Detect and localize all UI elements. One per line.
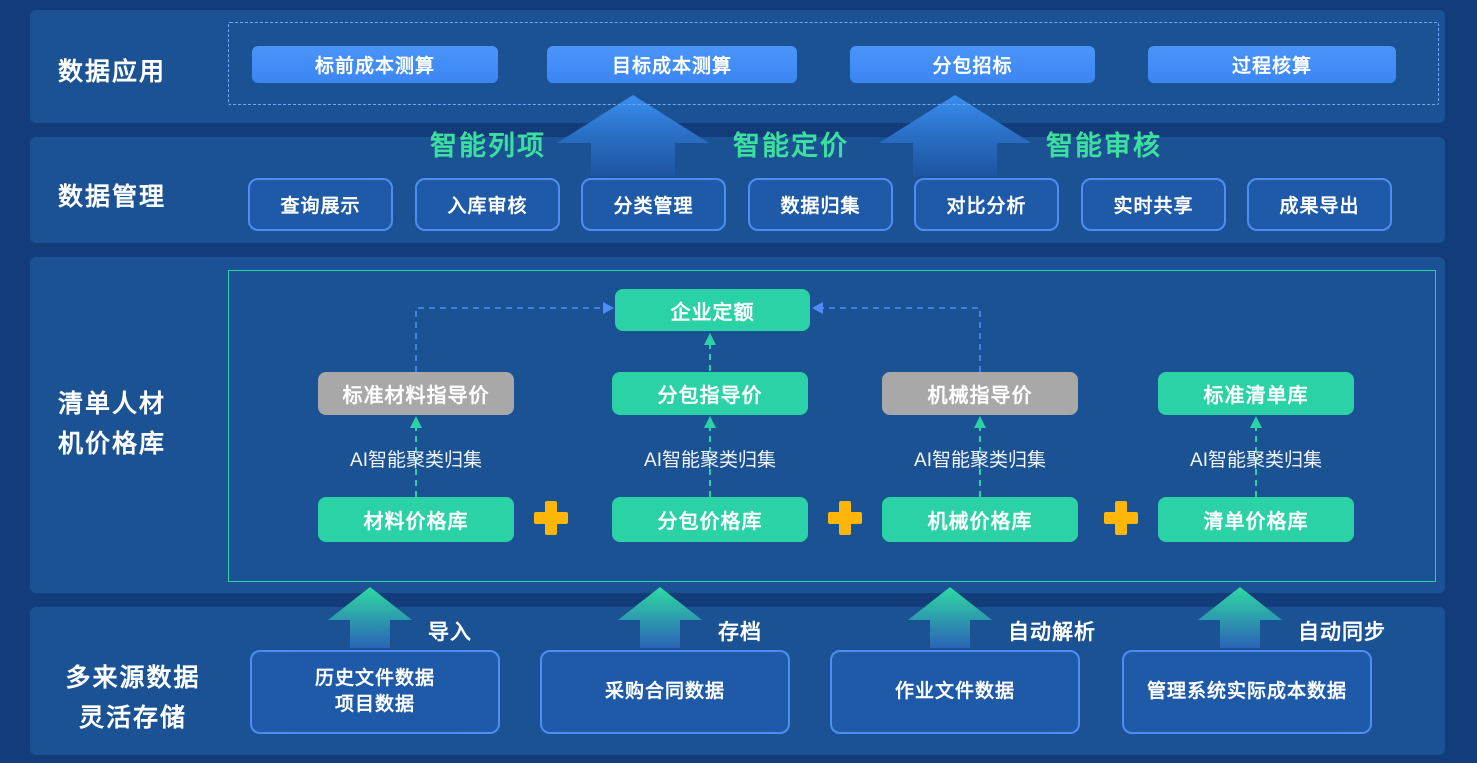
mgmt-button-data-collection[interactable]: 数据归集	[748, 178, 893, 231]
subcontract-guide-price-node: 分包指导价	[612, 372, 808, 415]
library-frame	[228, 270, 1436, 582]
plus-icon	[1104, 501, 1138, 535]
ai-cluster-label: AI智能聚类归集	[914, 450, 1046, 471]
storage-method-label-auto-parse: 自动解析	[1008, 621, 1096, 644]
mgmt-button-realtime-sharing[interactable]: 实时共享	[1081, 178, 1226, 231]
storage-source-management-system-cost: 管理系统实际成本数据	[1122, 650, 1372, 734]
machinery-price-library-node: 机械价格库	[882, 497, 1078, 542]
storage-source-history-files: 历史文件数据 项目数据	[250, 650, 500, 734]
subcontract-price-library-node: 分包价格库	[612, 497, 808, 542]
storage-method-label-import: 导入	[428, 621, 472, 644]
standard-list-library-node: 标准清单库	[1158, 372, 1354, 415]
mgmt-button-query-display[interactable]: 查询展示	[248, 178, 393, 231]
section-title-price-library: 清单人材 机价格库	[58, 384, 166, 464]
material-price-library-node: 材料价格库	[318, 497, 514, 542]
app-button-subcontract-bidding[interactable]: 分包招标	[850, 46, 1095, 83]
mgmt-button-warehouse-review[interactable]: 入库审核	[415, 178, 560, 231]
machinery-guide-price-node: 机械指导价	[882, 372, 1078, 415]
mgmt-button-comparison-analysis[interactable]: 对比分析	[914, 178, 1059, 231]
storage-method-label-auto-sync: 自动同步	[1298, 621, 1386, 644]
list-price-library-node: 清单价格库	[1158, 497, 1354, 542]
section-title-line2: 机价格库	[58, 430, 167, 458]
storage-source-purchase-contracts: 采购合同数据	[540, 650, 790, 734]
app-button-process-accounting[interactable]: 过程核算	[1148, 46, 1396, 83]
ai-cluster-label: AI智能聚类归集	[1190, 450, 1322, 471]
smart-label-pricing: 智能定价	[733, 131, 849, 161]
ai-cluster-label: AI智能聚类归集	[350, 450, 482, 471]
storage-source-line1: 管理系统实际成本数据	[1146, 681, 1347, 702]
section-title-line1: 清单人材	[58, 390, 167, 418]
app-buttons-frame	[228, 22, 1439, 105]
app-button-pre-bid-cost[interactable]: 标前成本测算	[252, 46, 498, 83]
plus-icon	[534, 501, 568, 535]
smart-label-review: 智能审核	[1046, 131, 1162, 161]
section-title-data-application: 数据应用	[58, 58, 167, 86]
section-title-line2: 灵活存储	[78, 704, 187, 732]
storage-source-line1: 历史文件数据	[314, 668, 435, 689]
plus-icon	[828, 501, 862, 535]
storage-source-line1: 采购合同数据	[604, 681, 725, 702]
storage-method-label-archive: 存档	[718, 621, 762, 644]
enterprise-quota-node: 企业定额	[615, 289, 810, 331]
mgmt-button-classification[interactable]: 分类管理	[581, 178, 726, 231]
section-title-line1: 多来源数据	[65, 664, 201, 692]
storage-source-line1: 作业文件数据	[894, 681, 1015, 702]
smart-label-listing: 智能列项	[430, 131, 546, 161]
section-title-data-storage: 多来源数据 灵活存储	[48, 658, 218, 738]
storage-source-work-files: 作业文件数据	[830, 650, 1080, 734]
app-button-target-cost[interactable]: 目标成本测算	[547, 46, 797, 83]
standard-material-guide-price-node: 标准材料指导价	[318, 372, 514, 415]
ai-cluster-label: AI智能聚类归集	[644, 450, 776, 471]
section-title-data-management: 数据管理	[58, 183, 167, 211]
storage-source-line2: 项目数据	[334, 694, 415, 715]
mgmt-button-result-export[interactable]: 成果导出	[1247, 178, 1392, 231]
